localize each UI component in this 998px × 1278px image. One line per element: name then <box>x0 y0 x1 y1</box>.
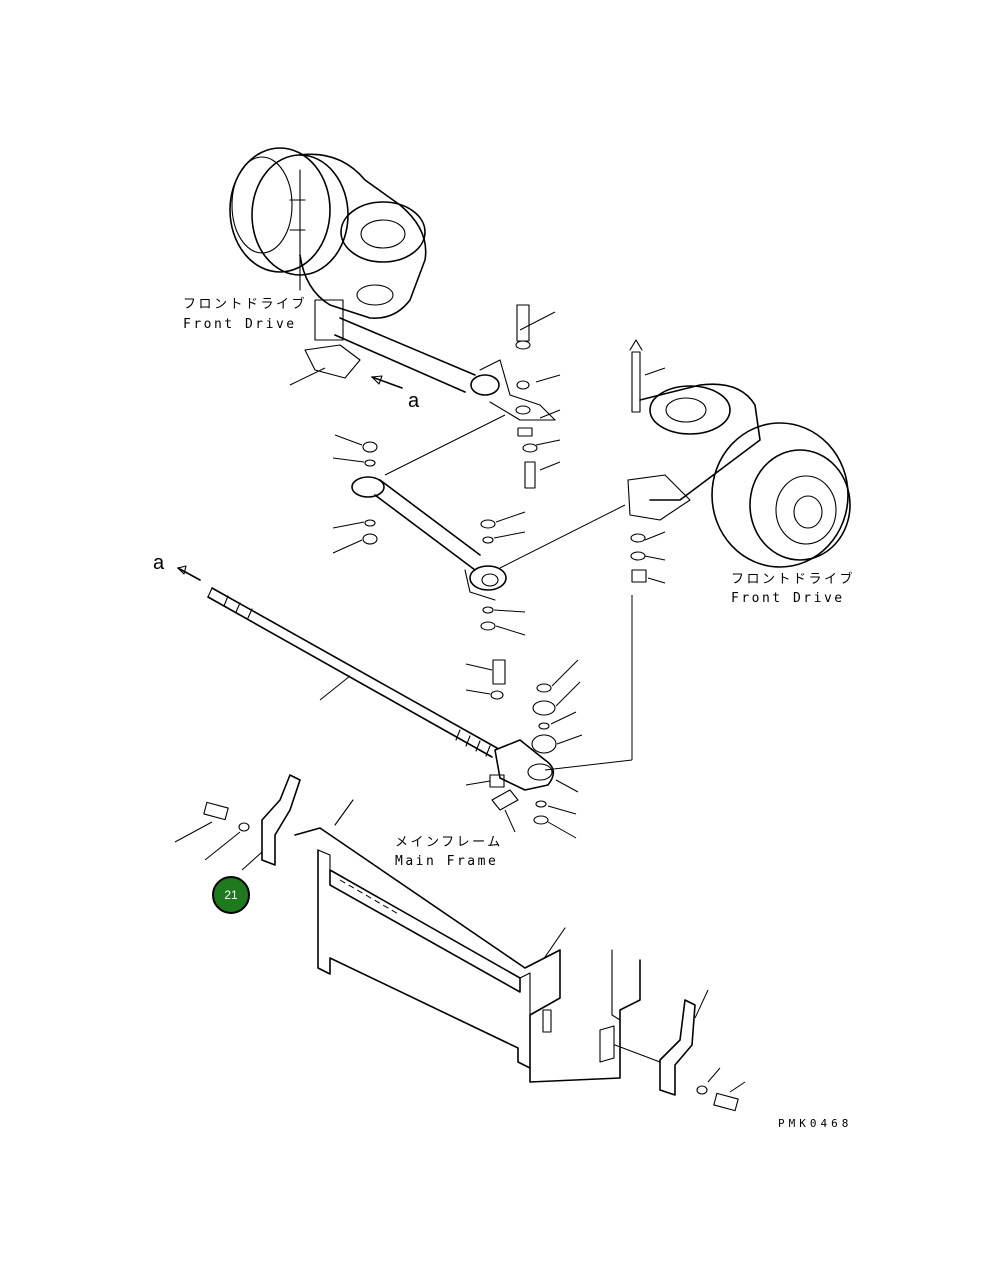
view-ref-a-left: a <box>153 552 165 574</box>
view-ref-a-top: a <box>408 390 420 412</box>
lower-fasteners <box>465 659 583 839</box>
front-drive-right <box>627 339 851 568</box>
main-frame-label-jp: メインフレーム <box>395 835 503 850</box>
front-drive-left-label-en: Front Drive <box>183 317 297 332</box>
part-callout-21[interactable]: 21 <box>212 876 250 914</box>
front-drive-right-label-jp: フロントドライブ <box>731 572 856 587</box>
middle-link-bar <box>351 414 626 601</box>
view-arrow-a-top <box>371 375 403 389</box>
main-frame-label-en: Main Frame <box>395 854 499 869</box>
upper-link-rod <box>334 311 556 421</box>
front-drive-right-label-en: Front Drive <box>731 591 845 606</box>
front-drive-left-label-jp: フロントドライブ <box>183 297 308 312</box>
left-washers <box>332 434 378 554</box>
right-bracket <box>614 989 746 1112</box>
part-callout-21-label: 21 <box>224 888 238 902</box>
main-frame <box>294 799 641 1083</box>
left-bracket <box>174 774 301 871</box>
upper-fasteners <box>515 304 561 489</box>
center-washers <box>480 511 526 636</box>
right-fasteners <box>544 531 666 771</box>
drawing-code: PMK0468 <box>778 1117 853 1130</box>
tie-rod <box>177 565 498 758</box>
front-drive-left <box>229 147 427 386</box>
